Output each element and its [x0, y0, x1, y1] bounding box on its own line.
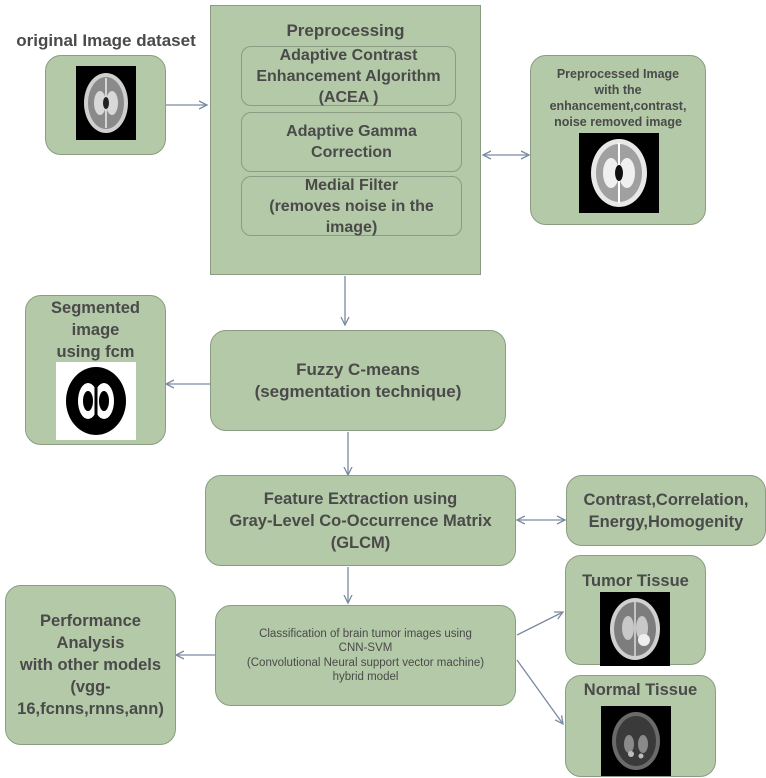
segmented-brain-image — [56, 362, 136, 440]
original-image-box — [45, 55, 166, 155]
segmented-title: Segmented image using fcm — [51, 299, 140, 361]
tumor-brain-image — [600, 592, 670, 666]
preprocessed-image-box: Preprocessed Image with the enhancement,… — [530, 55, 706, 225]
segmented-image-box: Segmented image using fcm — [25, 295, 166, 445]
normal-tissue-title: Normal Tissue — [583, 681, 698, 699]
tumor-tissue-title: Tumor Tissue — [582, 572, 689, 590]
preprocessing-step-gamma: Adaptive Gamma Correction — [241, 112, 462, 172]
tumor-tissue-box: Tumor Tissue — [565, 555, 706, 666]
fcm-box: Fuzzy C-means (segmentation technique) — [210, 330, 506, 431]
preprocessing-step-acea: Adaptive Contrast Enhancement Algorithm … — [241, 46, 456, 106]
arrow-classification-to-tumor — [516, 612, 563, 636]
preprocessing-title: Preprocessing — [286, 21, 405, 40]
original-dataset-title: original Image dataset — [16, 31, 196, 50]
preprocessed-title: Preprocessed Image with the enhancement,… — [549, 67, 687, 129]
normal-tissue-box: Normal Tissue — [565, 675, 716, 777]
original-brain-image — [76, 66, 136, 140]
normal-brain-image — [601, 706, 671, 776]
performance-box: Performance Analysis with other models (… — [5, 585, 176, 745]
preprocessing-step-median: Medial Filter (removes noise in the imag… — [241, 176, 462, 236]
arrow-classification-to-normal — [516, 659, 563, 724]
preprocessed-brain-image — [579, 133, 659, 213]
classification-box: Classification of brain tumor images usi… — [215, 605, 516, 706]
preprocessing-box: Preprocessing Adaptive Contrast Enhancem… — [210, 5, 481, 275]
glcm-box: Feature Extraction using Gray-Level Co-O… — [205, 475, 516, 566]
features-box: Contrast,Correlation, Energy,Homogenity — [566, 475, 766, 546]
